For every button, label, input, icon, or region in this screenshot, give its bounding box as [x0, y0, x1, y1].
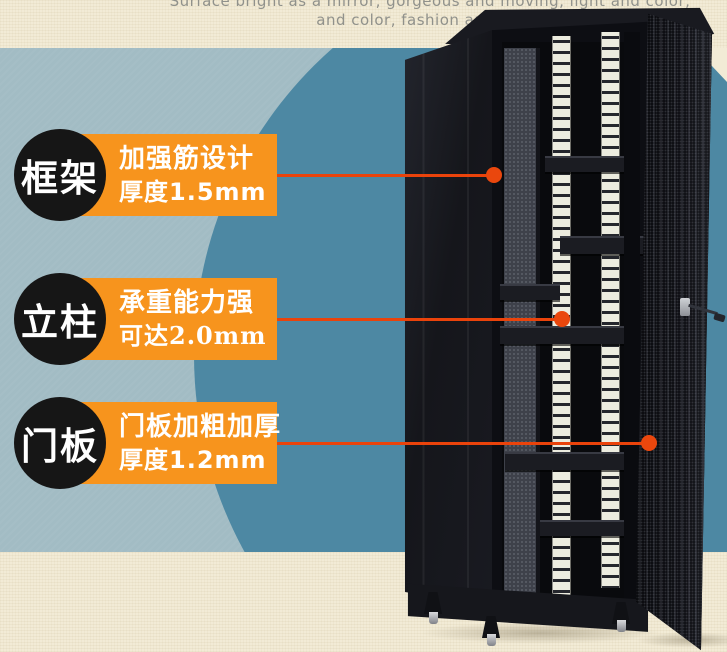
- leveling-foot: [612, 602, 630, 624]
- rear-mesh-panel: [504, 48, 540, 596]
- callout-badge: 框架: [14, 129, 106, 221]
- leveling-foot: [424, 592, 442, 614]
- connector-dot-door: [641, 435, 657, 451]
- callout-title: 承重能力强: [119, 288, 255, 318]
- tagline-line1: Surface bright as a mirror, gorgeous and…: [169, 0, 691, 10]
- callout-door: 门板加粗加厚 厚度1.2mm 门板: [0, 395, 280, 491]
- callout-badge: 门板: [14, 397, 106, 489]
- cabinet-mesh-door: [635, 13, 712, 651]
- connector-line-frame: [258, 174, 494, 177]
- callout-title: 门板加粗加厚: [119, 412, 282, 442]
- shelf-bracket: [545, 156, 640, 172]
- callout-frame: 加强筋设计 厚度1.5mm 框架: [0, 127, 280, 223]
- foot-tip: [617, 620, 626, 632]
- door-lock: [680, 298, 690, 316]
- callout-subtitle: 厚度1.5mm: [119, 178, 267, 206]
- callout-pillar: 承重能力强 可达2.0mm 立柱: [0, 271, 280, 367]
- cabinet-front-frame: [492, 21, 648, 617]
- foot-tip: [487, 634, 496, 646]
- callout-subtitle: 厚度1.2mm: [119, 446, 267, 474]
- mounting-rail-right: [601, 32, 620, 588]
- connector-dot-pillar: [554, 311, 570, 327]
- connector-dot-frame: [486, 167, 502, 183]
- leveling-foot: [482, 616, 500, 638]
- shelf-bracket: [540, 520, 640, 536]
- callout-title: 加强筋设计: [119, 144, 255, 174]
- connector-line-door: [258, 442, 649, 445]
- connector-line-pillar: [258, 318, 562, 321]
- inner-column: [624, 32, 640, 606]
- callout-badge: 立柱: [14, 273, 106, 365]
- door-key-fob: [713, 312, 726, 323]
- shelf-bracket: [505, 452, 645, 470]
- callout-subtitle: 可达2.0mm: [119, 321, 267, 350]
- door-shadow: [636, 632, 727, 648]
- shelf-bracket: [500, 326, 640, 344]
- cabinet-side-panel: [404, 29, 493, 607]
- foot-tip: [429, 612, 438, 624]
- shelf-bracket: [500, 284, 560, 300]
